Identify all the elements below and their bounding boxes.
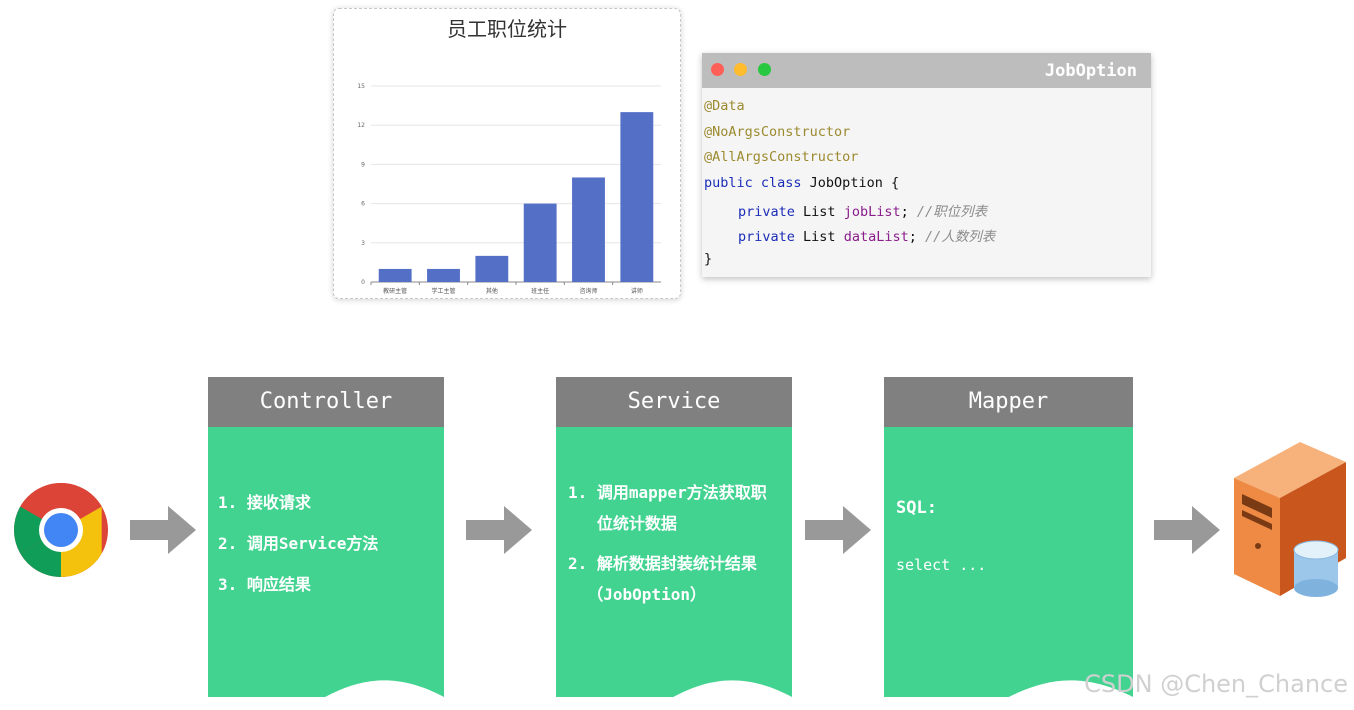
mapper-title: Mapper: [884, 377, 1133, 427]
code-line-noargs-annotation: @NoArgsConstructor: [704, 124, 851, 140]
controller-body: [208, 427, 444, 697]
minimize-dot-icon: [734, 63, 747, 76]
bar: [523, 203, 557, 282]
code-keyword: private: [738, 229, 795, 245]
code-text: ;: [900, 204, 909, 220]
code-text: JobOption {: [801, 175, 900, 191]
y-tick-label: 0: [361, 279, 365, 286]
right-arrow-icon: [1154, 506, 1220, 554]
right-arrow-icon: [805, 506, 871, 554]
service-step-2a: 2. 解析数据封装统计结果: [568, 554, 757, 573]
bar: [427, 268, 460, 282]
x-tick-label: 讲师: [631, 287, 643, 295]
maximize-dot-icon: [758, 63, 771, 76]
code-line-data-annotation: @Data: [704, 98, 745, 114]
code-keyword: private: [738, 204, 795, 220]
code-line-datalist: private List dataList; //人数列表: [738, 225, 995, 245]
x-tick-label: 教研主管: [383, 287, 407, 295]
bar: [572, 177, 605, 282]
controller-step-1: 1. 接收请求: [218, 493, 311, 512]
code-line-close-brace: }: [704, 251, 713, 267]
server-database-icon: [1234, 442, 1346, 597]
y-tick-label: 15: [357, 83, 365, 90]
service-title: Service: [556, 377, 792, 427]
code-window-titlebar: JobOption: [702, 53, 1151, 88]
code-field: jobList: [843, 204, 901, 220]
bar: [620, 112, 654, 282]
code-type: List: [794, 229, 844, 245]
code-field: dataList: [843, 229, 909, 245]
service-step-1a: 1. 调用mapper方法获取职: [568, 483, 767, 502]
chart-title: 员工职位统计: [447, 17, 567, 41]
code-line-joblist: private List jobList; //职位列表: [738, 200, 987, 220]
service-step-1b: 位统计数据: [568, 514, 677, 533]
code-window: JobOption @Data @NoArgsConstructor @AllA…: [702, 53, 1151, 277]
chrome-browser-icon: [14, 483, 108, 577]
y-tick-label: 3: [361, 240, 365, 247]
mapper-box: Mapper SQL: select ...: [884, 377, 1133, 697]
right-arrow-icon: [130, 506, 196, 554]
close-dot-icon: [711, 63, 724, 76]
code-comment: //人数列表: [916, 229, 996, 245]
y-tick-label: 6: [361, 201, 365, 208]
chart-card: 0 3 6 9 12 15 教研主管 学工主管 其他 班主任 咨询师 讲师 员工职位统计: [333, 8, 681, 299]
mapper-sql-text: select ...: [896, 556, 987, 574]
bar-chart: 0 3 6 9 12 15 教研主管 学工主管 其他 班主任 咨询师 讲师: [357, 83, 661, 295]
controller-step-3: 3. 响应结果: [218, 575, 311, 594]
code-line-allargs-annotation: @AllArgsConstructor: [704, 149, 859, 165]
service-box: Service 1. 调用mapper方法获取职 位统计数据 2. 解析数据封装…: [556, 377, 792, 697]
code-comment: //职位列表: [908, 204, 988, 220]
y-tick-label: 12: [357, 122, 365, 129]
code-line-class-decl: public class JobOption {: [704, 175, 899, 191]
controller-step-2: 2. 调用Service方法: [218, 534, 379, 553]
y-tick-label: 9: [361, 161, 365, 168]
code-text: ;: [908, 229, 917, 245]
bar: [378, 268, 412, 282]
right-arrow-icon: [466, 506, 532, 554]
bar: [475, 255, 509, 282]
mapper-sql-label: SQL:: [896, 498, 937, 518]
code-keyword: public class: [704, 175, 802, 191]
mapper-body: [884, 427, 1133, 697]
code-window-title: JobOption: [1044, 61, 1137, 81]
watermark: CSDN @Chen_Chance: [1084, 670, 1348, 698]
service-step-2b: （JobOption）: [568, 585, 706, 604]
service-body: [556, 427, 792, 697]
x-tick-label: 咨询师: [579, 287, 597, 295]
x-tick-label: 学工主管: [431, 287, 455, 295]
code-type: List: [794, 204, 844, 220]
controller-title: Controller: [208, 377, 444, 427]
controller-box: Controller 1. 接收请求 2. 调用Service方法 3. 响应结…: [208, 377, 444, 697]
x-tick-label: 班主任: [531, 287, 549, 295]
x-tick-label: 其他: [486, 287, 498, 295]
